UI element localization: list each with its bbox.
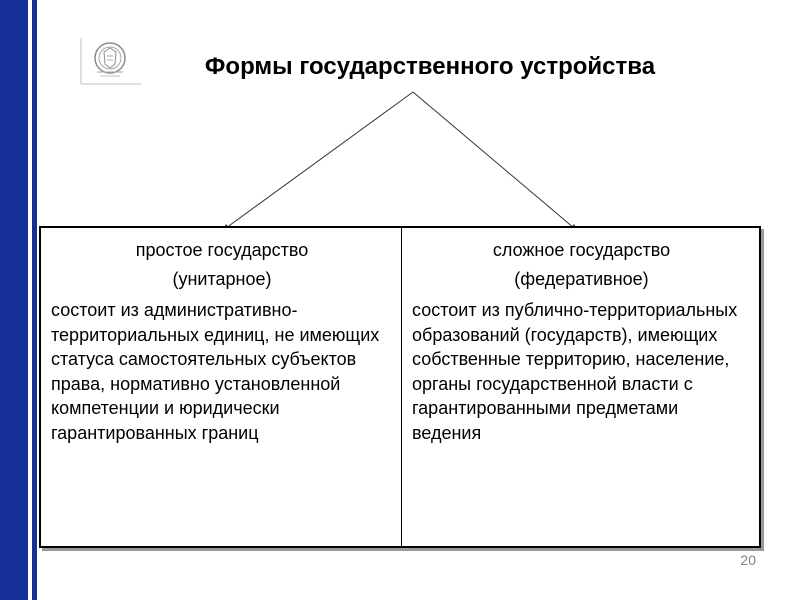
branch-line-right	[412, 91, 575, 229]
unitary-heading-line1: простое государство	[135, 240, 309, 260]
comparison-table: простое государство (унитарное) состоит …	[39, 226, 761, 548]
unitary-heading: простое государство (унитарное)	[51, 236, 393, 294]
left-accent-bar	[0, 0, 28, 600]
unitary-heading-line2: (унитарное)	[172, 269, 272, 289]
federative-heading-line2: (федеративное)	[514, 269, 649, 289]
federative-description: состоит из публично-территориальных обра…	[412, 300, 738, 443]
unitary-column: простое государство (унитарное) состоит …	[41, 228, 402, 546]
federative-heading-line1: сложное государство	[492, 240, 671, 260]
page-title: Формы государственного устройства	[204, 53, 656, 80]
emblem-logo-icon	[80, 36, 142, 86]
federative-column: сложное государство (федеративное) состо…	[402, 228, 759, 546]
branch-line-left	[225, 91, 414, 229]
page-number: 20	[740, 552, 756, 568]
federative-heading: сложное государство (федеративное)	[412, 236, 751, 294]
left-accent-bar-inner	[32, 0, 37, 600]
unitary-description: состоит из административно-территориальн…	[51, 300, 380, 443]
left-accent-gap	[28, 0, 32, 600]
